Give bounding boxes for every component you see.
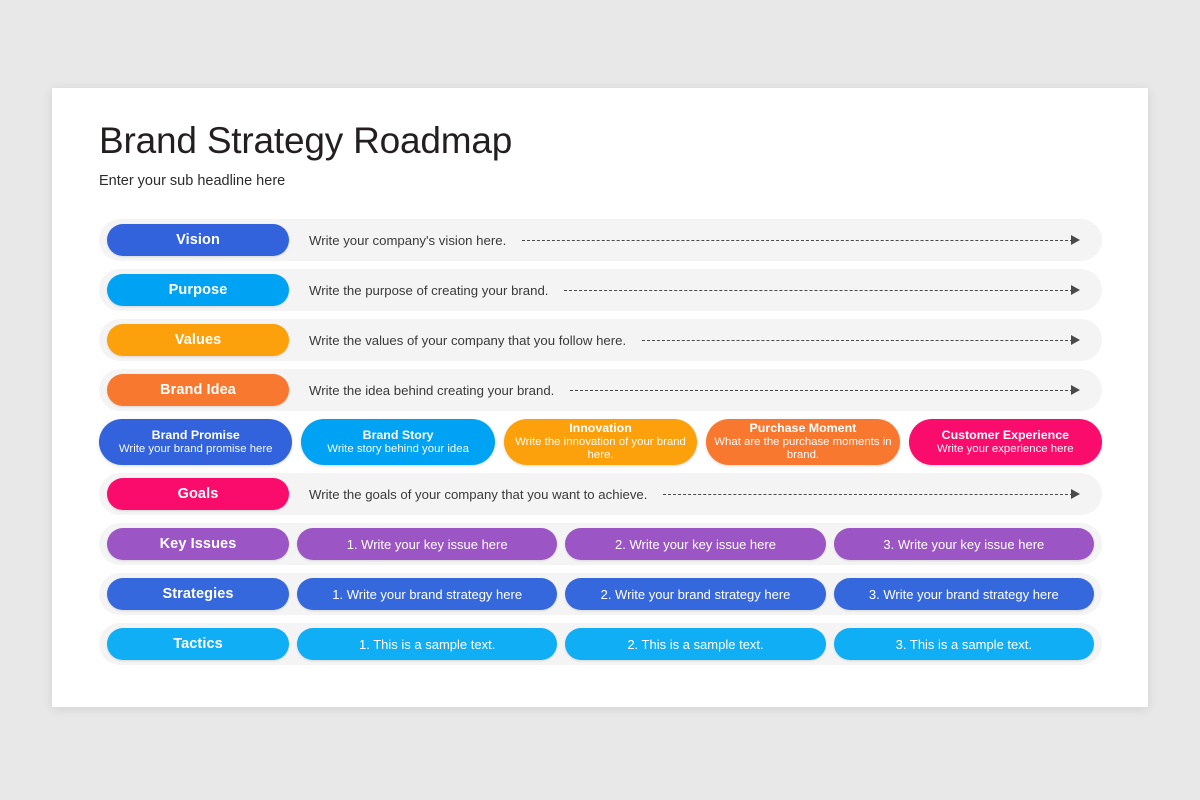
tactic-card[interactable]: 3. This is a sample text.	[833, 628, 1094, 660]
strategy-card[interactable]: 3. Write your brand strategy here	[833, 578, 1094, 610]
key-issue-card[interactable]: 3. Write your key issue here	[833, 528, 1094, 560]
roadmap-row-values[interactable]: Values Write the values of your company …	[99, 319, 1102, 361]
brand-idea-description: Write the idea behind creating your bran…	[309, 382, 555, 398]
stage-card-subtitle: What are the purchase moments in brand.	[714, 436, 892, 461]
pill-goals[interactable]: Goals	[107, 478, 289, 510]
vision-description-wrap: Write your company's vision here.	[289, 233, 1102, 248]
goals-description-wrap: Write the goals of your company that you…	[289, 487, 1102, 502]
pill-vision[interactable]: Vision	[107, 224, 289, 256]
dashed-arrow-right-icon	[642, 334, 1080, 346]
strategy-card[interactable]: 2. Write your brand strategy here	[565, 578, 826, 610]
stage-card-title: Brand Story	[362, 427, 434, 442]
strategies-card-list: 1. Write your brand strategy here 2. Wri…	[289, 578, 1102, 610]
roadmap-row-strategies: Strategies 1. Write your brand strategy …	[99, 573, 1102, 615]
stage-card[interactable]: Brand Promise Write your brand promise h…	[99, 419, 293, 465]
roadmap-row-purpose[interactable]: Purpose Write the purpose of creating yo…	[99, 269, 1102, 311]
slide-content: Brand Strategy Roadmap Enter your sub he…	[99, 118, 1103, 673]
stage-card[interactable]: Innovation Write the innovation of your …	[503, 419, 698, 465]
pill-key-issues[interactable]: Key Issues	[107, 528, 289, 560]
key-issues-card-list: 1. Write your key issue here 2. Write yo…	[289, 528, 1102, 560]
key-issue-card[interactable]: 2. Write your key issue here	[565, 528, 826, 560]
stage-card[interactable]: Brand Story Write story behind your idea	[301, 419, 495, 465]
roadmap-row-tactics: Tactics 1. This is a sample text. 2. Thi…	[99, 623, 1102, 665]
slide-card: Brand Strategy Roadmap Enter your sub he…	[52, 88, 1148, 707]
dashed-arrow-right-icon	[522, 234, 1080, 246]
roadmap-rows: Vision Write your company's vision here.…	[99, 219, 1103, 665]
stage-card-title: Customer Experience	[941, 427, 1070, 442]
vision-description: Write your company's vision here.	[309, 232, 507, 248]
goals-description: Write the goals of your company that you…	[309, 486, 648, 502]
pill-strategies[interactable]: Strategies	[107, 578, 289, 610]
dashed-arrow-right-icon	[570, 384, 1080, 396]
page-title: Brand Strategy Roadmap	[99, 120, 513, 161]
values-description: Write the values of your company that yo…	[309, 332, 627, 348]
brand-idea-description-wrap: Write the idea behind creating your bran…	[289, 383, 1102, 398]
pill-tactics[interactable]: Tactics	[107, 628, 289, 660]
roadmap-row-stages: Brand Promise Write your brand promise h…	[99, 419, 1103, 465]
stage-card[interactable]: Purchase Moment What are the purchase mo…	[706, 419, 900, 465]
stage-card-subtitle: Write the innovation of your brand here.	[515, 436, 686, 461]
stage-card[interactable]: Customer Experience Write your experienc…	[908, 419, 1103, 465]
stage-card-subtitle: Write your experience here	[937, 442, 1074, 455]
stage-card-title: Purchase Moment	[749, 421, 857, 436]
tactics-card-list: 1. This is a sample text. 2. This is a s…	[289, 628, 1102, 660]
page-subtitle: Enter your sub headline here	[99, 173, 286, 189]
purpose-description-wrap: Write the purpose of creating your brand…	[289, 283, 1102, 298]
key-issue-card[interactable]: 1. Write your key issue here	[297, 528, 558, 560]
stage-card-title: Innovation	[569, 421, 632, 436]
pill-purpose[interactable]: Purpose	[107, 274, 289, 306]
strategy-card[interactable]: 1. Write your brand strategy here	[297, 578, 558, 610]
stage-card-subtitle: Write your brand promise here	[118, 442, 273, 455]
stage-card-title: Brand Promise	[151, 427, 240, 442]
roadmap-row-goals[interactable]: Goals Write the goals of your company th…	[99, 473, 1102, 515]
pill-values[interactable]: Values	[107, 324, 289, 356]
roadmap-row-brand-idea[interactable]: Brand Idea Write the idea behind creatin…	[99, 369, 1102, 411]
tactic-card[interactable]: 1. This is a sample text.	[297, 628, 558, 660]
stage-card-list: Brand Promise Write your brand promise h…	[99, 419, 1103, 465]
tactic-card[interactable]: 2. This is a sample text.	[565, 628, 826, 660]
dashed-arrow-right-icon	[663, 488, 1080, 500]
roadmap-row-key-issues: Key Issues 1. Write your key issue here …	[99, 523, 1102, 565]
roadmap-row-vision[interactable]: Vision Write your company's vision here.	[99, 219, 1102, 261]
stage-card-subtitle: Write story behind your idea	[327, 442, 469, 455]
dashed-arrow-right-icon	[564, 284, 1080, 296]
pill-brand-idea[interactable]: Brand Idea	[107, 374, 289, 406]
purpose-description: Write the purpose of creating your brand…	[309, 282, 549, 298]
values-description-wrap: Write the values of your company that yo…	[289, 333, 1102, 348]
